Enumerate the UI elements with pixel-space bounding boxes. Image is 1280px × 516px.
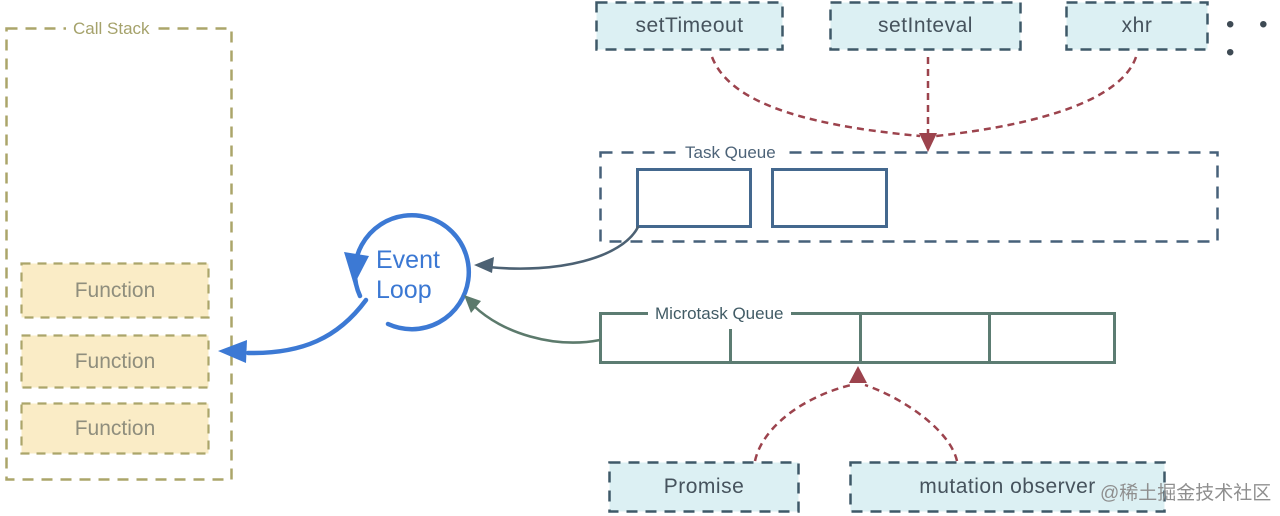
event-loop-cycle-arrowhead	[344, 252, 369, 285]
task-queue-slot-2	[771, 168, 888, 228]
call-stack-label: Call Stack	[66, 19, 157, 38]
microtask-in-arrowhead	[849, 366, 867, 383]
eventloop-to-callstack-arrowhead	[218, 340, 247, 363]
setinteval-box	[829, 1, 1022, 51]
function-label-1: Function	[74, 278, 156, 302]
eventloop-to-callstack-arrow	[245, 297, 369, 356]
more-apis-ellipsis: • • •	[1226, 11, 1277, 66]
promise-box	[608, 461, 800, 513]
microtask-to-eventloop-arrowhead	[464, 295, 481, 313]
call-stack-outline	[5, 27, 233, 481]
settimeout-box	[595, 1, 784, 51]
task-queue-slot-1	[636, 168, 752, 228]
event-loop-title: Event Loop	[376, 245, 440, 305]
taskqueue-to-eventloop-arrow	[486, 225, 640, 270]
microtask-to-eventloop-arrow	[472, 304, 602, 344]
webapi-to-taskqueue-arrows	[710, 56, 1138, 138]
mutation-observer-arrow-line	[864, 383, 959, 462]
xhr-arrow-line	[935, 56, 1138, 138]
event-loop-line2: Loop	[376, 276, 432, 304]
settimeout-label: setTimeout	[635, 14, 744, 37]
function-box-1	[20, 262, 210, 319]
mutation-observer-box	[849, 461, 1166, 513]
microtask-queue-label: Microtask Queue	[648, 304, 791, 323]
microtask-sources-arrows	[753, 383, 959, 462]
function-label-2: Function	[74, 349, 156, 373]
task-queue-label: Task Queue	[678, 143, 783, 162]
function-label-3: Function	[74, 416, 156, 440]
event-loop-line1: Event	[376, 246, 440, 274]
task-queue-outline	[599, 151, 1219, 243]
watermark: @稀土掘金技术社区	[1100, 483, 1272, 504]
promise-label: Promise	[663, 475, 745, 498]
taskqueue-to-eventloop-arrowhead	[474, 257, 494, 273]
taskqueue-in-arrowhead	[919, 133, 937, 152]
xhr-box	[1065, 1, 1209, 51]
mutation-observer-label: mutation observer	[919, 475, 1096, 498]
promise-arrow-line	[753, 383, 852, 462]
function-box-3	[20, 402, 210, 455]
xhr-label: xhr	[1121, 14, 1153, 37]
setinteval-label: setInteval	[878, 14, 973, 37]
function-box-2	[20, 334, 210, 389]
settimeout-arrow-line	[710, 56, 921, 138]
event-loop-circle	[352, 212, 472, 332]
